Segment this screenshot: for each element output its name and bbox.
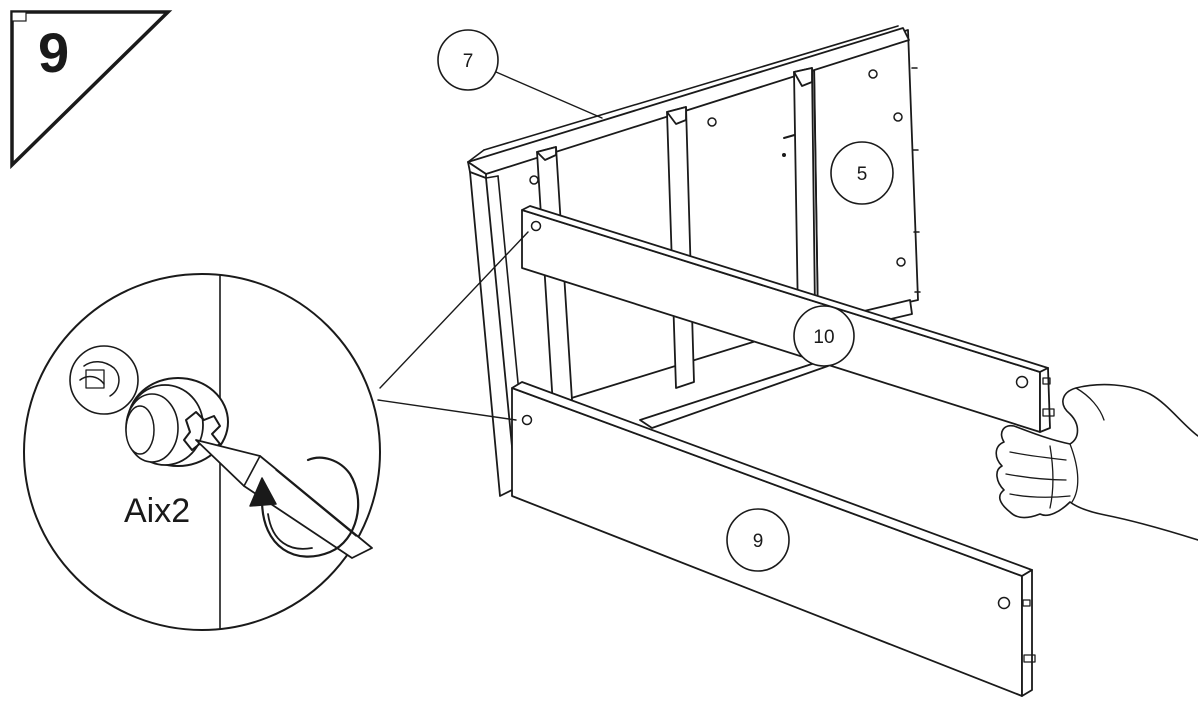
detail-leader-lines: [377, 231, 529, 421]
detail-magnifier: Aix2: [23, 273, 381, 631]
callout-part-9: 9: [726, 508, 790, 572]
top-rail-7: [467, 25, 910, 181]
callout-part-10: 10: [793, 305, 855, 367]
step-badge: 9: [10, 10, 173, 170]
rail-10: [521, 205, 1055, 433]
part-label-5: 5: [857, 164, 868, 185]
part-label-7: 7: [463, 51, 474, 72]
callout-part-5: 5: [830, 141, 894, 205]
detail-label: Aix2: [124, 492, 190, 530]
part-label-9: 9: [753, 531, 764, 552]
hand-illustration: [995, 383, 1198, 541]
step-number: 9: [38, 21, 69, 84]
callout-part-7: 7: [437, 29, 603, 119]
part-label-10: 10: [813, 327, 834, 348]
